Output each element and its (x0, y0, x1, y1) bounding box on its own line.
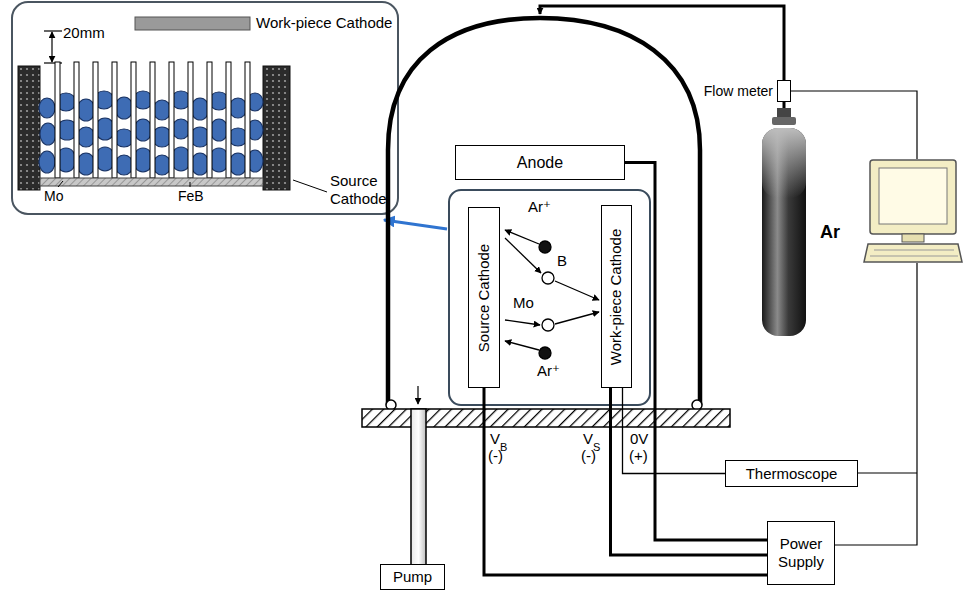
particle-label: Ar⁺ (537, 362, 560, 380)
terminal-polarity: (-) (581, 447, 596, 465)
particle-label: Ar⁺ (528, 198, 551, 216)
node-text: Thermoscope (746, 465, 838, 483)
particle-label: B (557, 252, 567, 270)
vacuum-chamber (362, 18, 730, 427)
pointer-arrow (384, 220, 447, 229)
terminal-name: V (583, 430, 593, 448)
thermoscope-box: Thermoscope (725, 460, 858, 487)
terminal-polarity: (+) (629, 447, 648, 465)
particle-label: Mo (513, 294, 534, 312)
terminal-name: 0V (630, 430, 648, 448)
workpiece-cathode: Work-piece Cathode (601, 205, 632, 388)
part-name: Source Cathode (330, 172, 392, 208)
gas-cylinder (762, 108, 806, 336)
node-text: Flow meter (704, 82, 773, 100)
part-name: Mo (44, 188, 63, 205)
anode-box: Anode (455, 145, 625, 180)
terminal-name: V (490, 430, 500, 448)
node-text: Power Supply (768, 535, 834, 571)
pump-box: Pump (380, 564, 445, 590)
dimension: 20mm (63, 24, 105, 42)
node-text: Pump (393, 568, 432, 586)
power-supply-box: Power Supply (767, 521, 835, 585)
wire (623, 388, 726, 474)
pump-pipe (411, 386, 426, 565)
gas-label: Ar (820, 222, 840, 243)
flow-meter: Flow meter (777, 80, 791, 102)
node-text: Source Cathode (475, 243, 493, 351)
part-name: FeB (178, 188, 204, 205)
node-text: Work-piece Cathode (608, 228, 626, 364)
terminal-polarity: (-) (488, 447, 503, 465)
node-text: Anode (517, 154, 563, 172)
inset-detail (12, 2, 398, 214)
source-cathode: Source Cathode (468, 207, 500, 388)
computer (864, 160, 962, 262)
particles (505, 230, 599, 359)
part-name: Work-piece Cathode (256, 14, 392, 32)
